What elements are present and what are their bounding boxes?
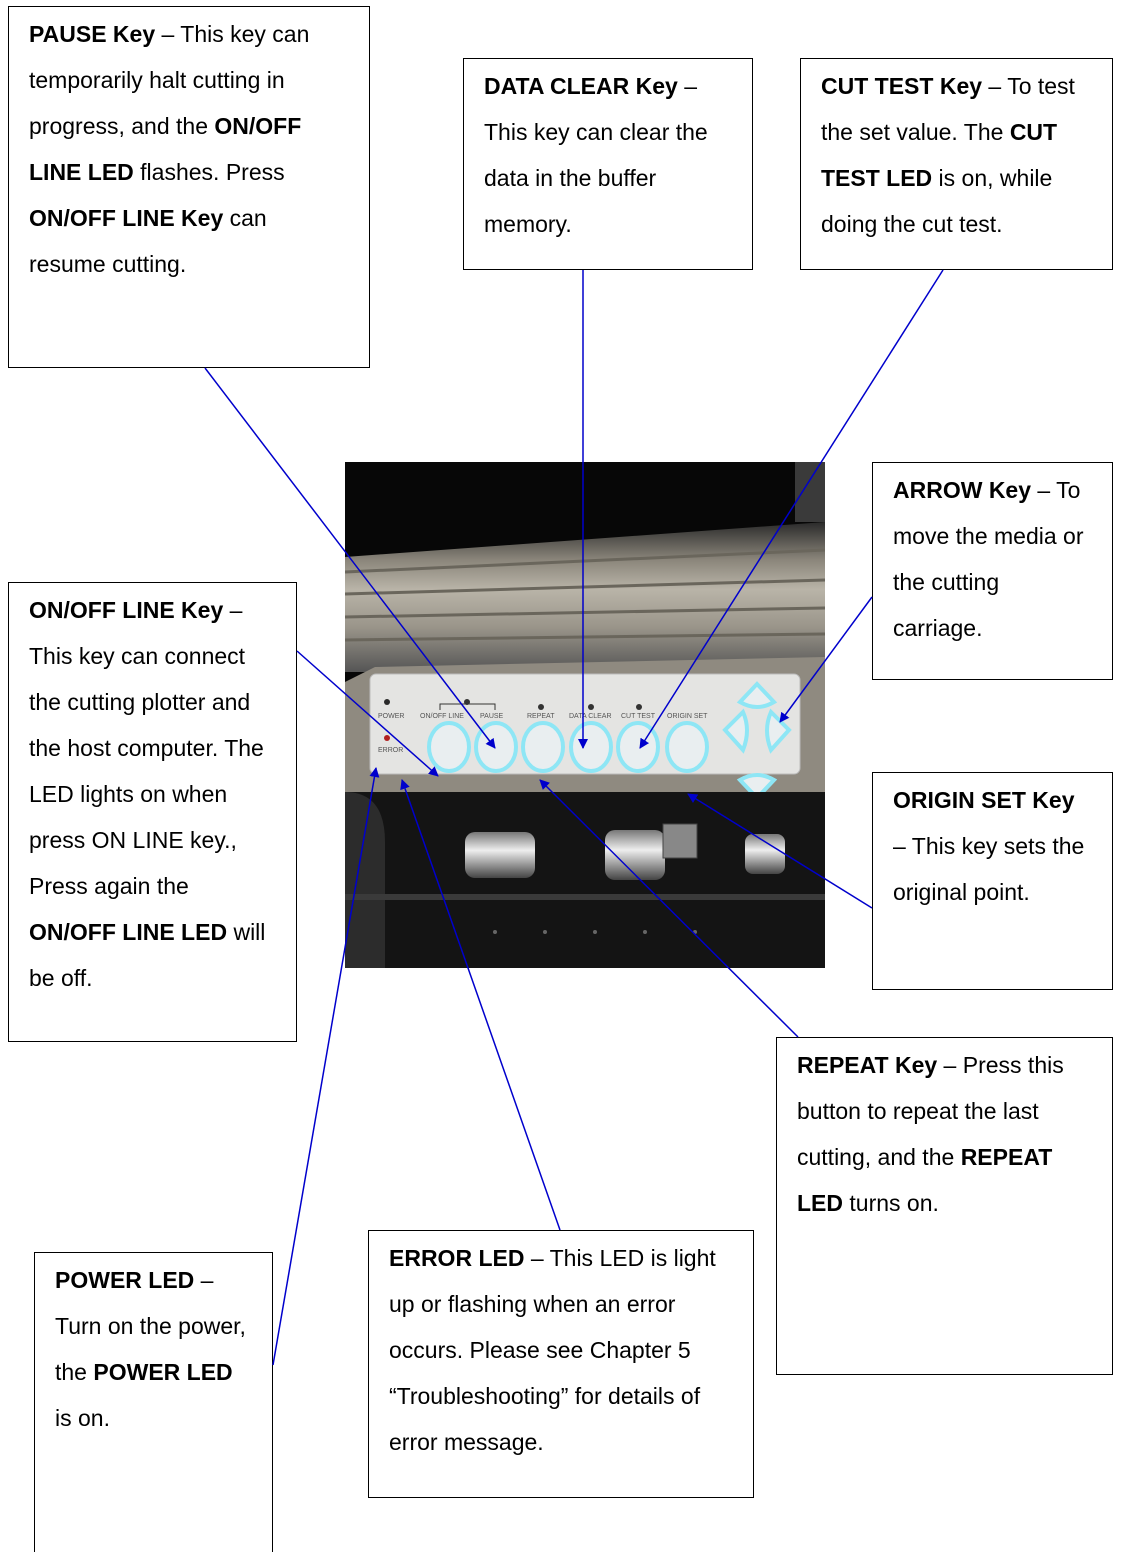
on-off-line-key[interactable] xyxy=(427,721,471,773)
data-clear-led xyxy=(588,704,594,710)
callout-title: CUT TEST Key xyxy=(821,73,983,99)
error-led-callout: ERROR LED – This LED is light up or flas… xyxy=(368,1230,754,1498)
callout-text: – This key can temporarily halt cutting … xyxy=(29,21,310,139)
pause-label: PAUSE xyxy=(480,713,504,720)
callout-text: will be off. xyxy=(29,919,266,991)
callout-bold-text: ON/OFF LINE Key xyxy=(29,205,224,231)
arrow-key-callout: ARROW Key – To move the media or the cut… xyxy=(872,462,1113,680)
origin-set-label: ORIGIN SET xyxy=(667,713,708,720)
pause-key[interactable] xyxy=(474,721,518,773)
callout-title: DATA CLEAR Key xyxy=(484,73,678,99)
callout-text: can resume cutting. xyxy=(29,205,267,277)
pinch-roller-center xyxy=(605,830,665,880)
callout-title: ARROW Key xyxy=(893,477,1032,503)
power-led-callout: POWER LED – Turn on the power, the POWER… xyxy=(34,1252,273,1552)
callout-bold-text: ON/OFF LINE LED xyxy=(29,113,302,185)
callout-text: turns on. xyxy=(843,1190,939,1216)
callout-text: – Press this button to repeat the last c… xyxy=(797,1052,1064,1170)
data-clear-key[interactable] xyxy=(569,721,613,773)
repeat-label: REPEAT xyxy=(527,713,555,720)
callout-bold-text: REPEAT LED xyxy=(797,1144,1053,1216)
callout-text: is on. xyxy=(55,1405,110,1431)
callout-title: ERROR LED xyxy=(389,1245,525,1271)
error-led xyxy=(384,735,390,741)
callout-text: – This key can connect the cutting plott… xyxy=(29,597,264,899)
callout-bold-text: CUT TEST LED xyxy=(821,119,1058,191)
repeat-key[interactable] xyxy=(521,721,565,773)
callout-text: – This key sets the original point. xyxy=(893,833,1085,905)
origin-set-key-callout: ORIGIN SET Key – This key sets the origi… xyxy=(872,772,1113,990)
callout-title: ON/OFF LINE Key xyxy=(29,597,224,623)
power-label: POWER xyxy=(378,713,404,720)
data-clear-key-callout: DATA CLEAR Key – This key can clear the … xyxy=(463,58,753,270)
callout-text: – This key can clear the data in the buf… xyxy=(484,73,708,237)
pinch-roller-left xyxy=(465,832,535,878)
cut-test-label: CUT TEST xyxy=(621,713,656,720)
cut-test-key[interactable] xyxy=(616,721,660,773)
callout-title: POWER LED xyxy=(55,1267,195,1293)
cut-test-led xyxy=(636,704,642,710)
callout-bold-text: ON/OFF LINE LED xyxy=(29,919,228,945)
callout-title: PAUSE Key xyxy=(29,21,156,47)
callout-bold-text: POWER LED xyxy=(93,1359,233,1385)
on-off-line-key-callout: ON/OFF LINE Key – This key can connect t… xyxy=(8,582,297,1042)
callout-title: ORIGIN SET Key xyxy=(893,787,1075,813)
origin-set-key[interactable] xyxy=(665,721,709,773)
callout-text: – This LED is light up or flashing when … xyxy=(389,1245,716,1455)
cut-test-key-callout: CUT TEST Key – To test the set value. Th… xyxy=(800,58,1113,270)
on-off-line-label: ON/OFF LINE xyxy=(420,713,464,720)
callout-text: – Turn on the power, the xyxy=(55,1267,246,1385)
callout-text: is on, while doing the cut test. xyxy=(821,165,1053,237)
power-led xyxy=(384,699,390,705)
pause-key-callout: PAUSE Key – This key can temporarily hal… xyxy=(8,6,370,368)
repeat-led xyxy=(538,704,544,710)
control-panel-photo: POWER ERROR ON/OFF LINE PAUSE REPEAT DAT… xyxy=(345,462,825,968)
pinch-roller-right xyxy=(745,834,785,874)
callout-text: flashes. Press xyxy=(133,159,285,185)
error-label: ERROR xyxy=(378,747,403,754)
data-clear-label: DATA CLEAR xyxy=(569,713,612,720)
callout-title: REPEAT Key xyxy=(797,1052,938,1078)
repeat-key-callout: REPEAT Key – Press this button to repeat… xyxy=(776,1037,1113,1375)
callout-text: – To test the set value. The xyxy=(821,73,1075,145)
